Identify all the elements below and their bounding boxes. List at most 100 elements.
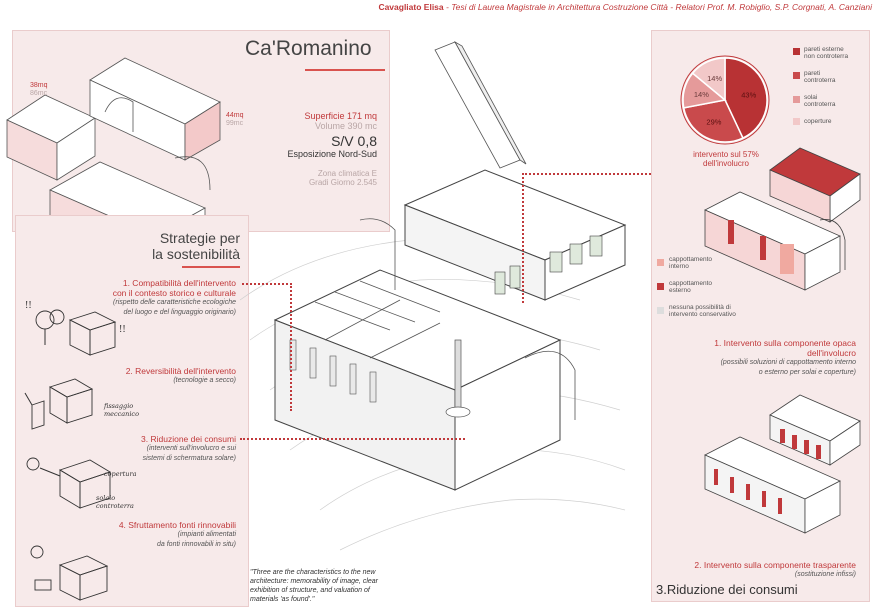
strategy-4-sub-2: da fonti rinnovabili in situ) [157,541,236,548]
pie-legend-label-2: pareti controterra [804,70,835,84]
project-title: Ca'Romanino [245,37,372,60]
transparent-intervention: 2. Intervento sulla componente trasparen… [694,560,856,580]
opaque-sub-2: o esterno per solai e coperture) [758,369,856,376]
opaque-envelope-axonometric [704,147,861,291]
pie-legend-3-line-1: solai [804,94,818,101]
insulation-swatch-3 [657,307,664,314]
volume-2-area: 44mq [226,112,244,119]
header-author: Cavagliato Elisa [378,2,444,12]
strategy-1-title-1: 1. Compatibilità dell'intervento [122,278,236,288]
strategy-1-sub-1: (rispetto delle caratteristiche ecologic… [113,299,236,306]
sketch-reversibility [24,378,94,430]
pie-legend-swatch-4 [793,118,800,125]
leader-right-top [522,173,767,175]
volume-label-2: 44mq 99mc [226,112,244,128]
pie-legend-label-3: solai controterra [804,94,835,108]
pie-slice-1 [724,57,768,140]
leader-strategy-1 [242,283,292,285]
superficie-label: Superficie 171 mq [304,111,377,121]
upper-windows [494,235,603,295]
quote-line-3: exhibition of structure, and valuation o… [250,587,370,594]
footer-title: 3.Riduzione dei consumi [656,582,798,597]
strategy-3-sub-1: (interventi sull'involucro e sui [146,445,236,452]
svg-text:!!: !! [119,324,126,335]
strategy-4-sub-1: (impianti alimentati [177,531,236,538]
pie-legend-1-line-2: non controterra [804,53,849,60]
zona-label: Zona climatica E [317,169,377,178]
insulation-2-line-2: esterno [669,287,691,294]
leader-strategy-3 [240,438,465,440]
pie-label-1: 43% [741,91,756,100]
sketch-consumption [26,457,112,509]
project-stats: Superficie 171 mq Volume 390 mc S/V 0,8 … [287,111,377,187]
insulation-3-line-1: nessuna possibilità di [669,304,731,311]
opaque-title-1: 1. Intervento sulla componente opaca [714,338,856,348]
leader-right-vertical [522,173,524,303]
pie-legend-4-line-1: coperture [804,118,832,125]
pie-legend-label-1: pareti esterne non controterra [804,46,848,60]
insulation-label-2: cappottamento esterno [669,280,712,294]
pie-label-3: 14% [694,90,709,99]
strategies-title-2: la sostenibilità [152,246,240,262]
opaque-sub-1: (possibili soluzioni di cappottamento in… [720,359,856,366]
pie-legend-swatch-1 [793,48,800,55]
pie-legend-label-4: coperture [804,118,831,125]
opaque-title-2: dell'involucro [807,348,856,358]
quote-block: "Three are the characteristics to the ne… [250,568,460,604]
strategy-4-title: 4. Sfruttamento fonti rinnovabili [118,520,236,530]
strategy-2-title: 2. Reversibilità dell'intervento [125,366,236,376]
transparent-title: 2. Intervento sulla componente trasparen… [694,560,856,570]
pie-outer-ring [680,55,770,145]
volumes-axonometric [6,57,221,271]
envelope-pie-chart: 43% 29% 14% 14% [680,55,770,145]
strategy-2: 2. Reversibilità dell'intervento (tecnol… [126,366,236,386]
pie-legend-1-line-1: pareti esterne [804,46,844,53]
volume-label: Volume 390 mc [314,121,377,131]
strategy-1: 1. Compatibilità dell'intervento con il … [113,278,236,318]
quote-line-2: architecture: memorability of image, cle… [250,578,378,585]
strategy-1-title-2: con il contesto storico e culturale [112,288,236,298]
sv-label: S/V 0,8 [331,133,377,149]
pie-legend-swatch-2 [793,72,800,79]
pie-label-4: 14% [707,74,722,83]
pie-label-2: 29% [706,118,721,127]
sketch-note-fissaggio: fissaggio meccanico [104,402,139,418]
gradi-label: Gradi Giorno 2.545 [308,178,377,187]
strategies-title: Strategie per la sostenibilità [152,230,240,262]
insulation-1-line-2: interno [669,263,689,270]
pie-legend-2-line-1: pareti [804,70,821,77]
sketch-note-solaio: solaio controterra [96,494,134,510]
pie-caption: intervento sul 57% dell'involucro [676,150,776,168]
insulation-label-3: nessuna possibilità di intervento conser… [669,304,736,318]
header-thesis: - Tesi di Laurea Magistrale in Architett… [446,2,872,12]
strategy-2-sub: (tecnologie a secco) [173,377,236,384]
strategy-3-title: 3. Riduzione dei consumi [141,434,236,444]
pie-caption-line-1: intervento sul 57% [693,150,759,159]
pie-legend-3-line-2: controterra [804,101,836,108]
volume-label-1: 38mq 86mc [30,82,48,98]
svg-text:!!: !! [25,300,32,311]
strategy-1-sub-2: del luogo e del linguaggio originario) [123,309,236,316]
insulation-2-line-1: cappottamento [669,280,713,287]
sketch-compatibility: !! !! [25,300,126,356]
insulation-swatch-2 [657,283,664,290]
strategies-title-1: Strategie per [159,230,240,246]
strategy-3-sub-2: sistemi di schermatura solare) [142,455,236,462]
volume-1-vol: 86mc [30,90,48,97]
strategy-3: 3. Riduzione dei consumi (interventi sul… [141,434,236,464]
esposizione-label: Esposizione Nord-Sud [287,149,377,159]
insulation-3-line-2: intervento conservativo [669,311,736,318]
quote-line-4: materials 'as found'." [250,596,315,603]
title-underline [305,69,385,71]
pie-caption-line-2: dell'involucro [703,159,749,168]
insulation-1-line-1: cappottamento [669,256,713,263]
strategies-panel [15,215,249,607]
quote-line-1: "Three are the characteristics to the ne… [250,569,376,576]
transparent-sub: (sostituzione infissi) [794,571,856,578]
pie-legend-2-line-2: controterra [804,77,836,84]
insulation-swatch-1 [657,259,664,266]
strategy-4: 4. Sfruttamento fonti rinnovabili (impia… [119,520,236,550]
facade-windows [289,339,377,403]
transparent-envelope-axonometric [704,394,861,534]
header-credits: Cavagliato Elisa - Tesi di Laurea Magist… [378,2,872,12]
